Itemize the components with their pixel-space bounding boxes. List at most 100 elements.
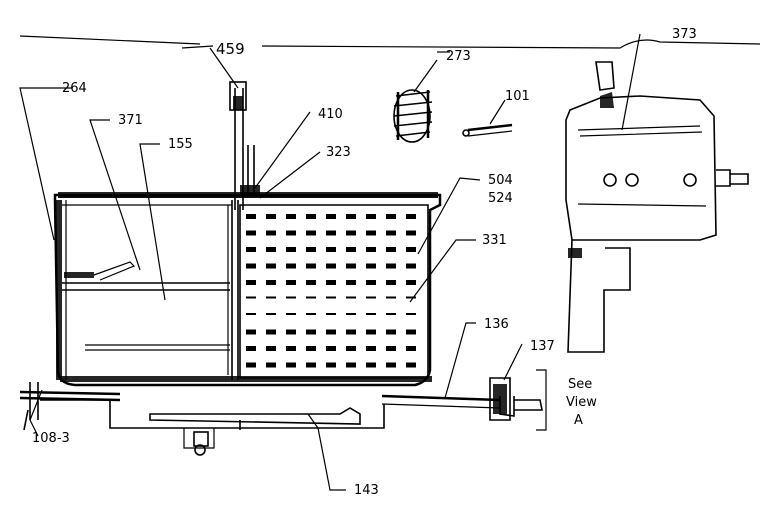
grid-hole bbox=[286, 362, 296, 368]
grid-hole bbox=[306, 214, 316, 219]
label-273: 273 bbox=[446, 49, 471, 64]
grid-hole bbox=[386, 214, 396, 219]
leader-lines bbox=[19, 33, 641, 491]
grid-hole bbox=[306, 247, 316, 252]
nut-137 bbox=[489, 377, 511, 421]
grid-hole bbox=[286, 313, 296, 315]
label-323: 323 bbox=[326, 145, 351, 160]
grid-hole bbox=[386, 263, 396, 269]
grid-hole bbox=[366, 346, 376, 351]
grid-hole bbox=[406, 346, 416, 351]
grid-hole bbox=[286, 280, 296, 285]
grid-hole bbox=[406, 247, 416, 252]
grid-hole bbox=[346, 247, 356, 252]
grid-hole bbox=[386, 230, 396, 236]
grid-hole bbox=[326, 329, 336, 335]
label-101: 101 bbox=[505, 89, 530, 104]
grid-hole bbox=[286, 263, 296, 269]
label-264: 264 bbox=[62, 81, 87, 96]
grid-hole bbox=[306, 230, 316, 236]
grid-hole bbox=[326, 263, 336, 269]
grid-hole bbox=[306, 280, 316, 285]
grid-hole bbox=[366, 362, 376, 368]
grid-hole bbox=[386, 296, 396, 299]
grid-hole bbox=[386, 247, 396, 252]
grid-hole bbox=[246, 280, 256, 285]
grid-hole bbox=[406, 214, 416, 219]
spring-273 bbox=[393, 89, 433, 143]
label-410: 410 bbox=[318, 107, 343, 122]
grid-hole bbox=[346, 329, 356, 335]
label-155: 155 bbox=[168, 137, 193, 152]
callout-labels: 459 273 373 264 371 410 101 155 323 504 … bbox=[32, 27, 697, 498]
grid-hole bbox=[306, 346, 316, 351]
grid-hole bbox=[406, 313, 416, 315]
grid-hole bbox=[366, 296, 376, 299]
motor-373 bbox=[565, 61, 749, 353]
label-524: 524 bbox=[488, 191, 513, 206]
grid-hole bbox=[346, 280, 356, 285]
label-371: 371 bbox=[118, 113, 143, 128]
grid-hole bbox=[286, 247, 296, 252]
grid-hole bbox=[266, 263, 276, 269]
grid-hole bbox=[246, 230, 256, 236]
label-331: 331 bbox=[482, 233, 507, 248]
grid-hole bbox=[346, 362, 356, 368]
bolt-108-3 bbox=[19, 382, 121, 431]
label-a: A bbox=[574, 413, 583, 428]
grid-hole bbox=[346, 263, 356, 269]
grid-hole bbox=[366, 247, 376, 252]
grid-hole bbox=[246, 329, 256, 335]
label-108-3: 108-3 bbox=[32, 431, 70, 446]
label-see: See bbox=[568, 377, 592, 392]
grid-hole bbox=[346, 296, 356, 299]
grid-hole bbox=[386, 329, 396, 335]
grid-hole bbox=[266, 346, 276, 351]
grid-hole bbox=[246, 362, 256, 368]
grid-hole bbox=[406, 263, 416, 269]
grid-hole bbox=[246, 214, 256, 219]
grid-hole bbox=[266, 313, 276, 315]
grid-hole bbox=[346, 346, 356, 351]
grid-hole bbox=[286, 329, 296, 335]
label-137: 137 bbox=[530, 339, 555, 354]
grid-hole bbox=[406, 230, 416, 236]
rod-143 bbox=[40, 399, 385, 456]
grid-hole bbox=[386, 313, 396, 315]
label-143: 143 bbox=[354, 483, 379, 498]
grid-hole bbox=[326, 230, 336, 236]
grid-hole bbox=[286, 346, 296, 351]
grid-hole bbox=[406, 296, 416, 299]
post-459 bbox=[229, 81, 260, 210]
grid-hole bbox=[326, 296, 336, 299]
label-373: 373 bbox=[672, 27, 697, 42]
label-459: 459 bbox=[216, 40, 245, 58]
grid-hole bbox=[326, 247, 336, 252]
label-136: 136 bbox=[484, 317, 509, 332]
grid-hole bbox=[386, 280, 396, 285]
grid-hole bbox=[366, 263, 376, 269]
grid-hole bbox=[246, 346, 256, 351]
grid-hole bbox=[286, 296, 296, 299]
grid-hole bbox=[386, 362, 396, 368]
grid-hole bbox=[326, 280, 336, 285]
grid-hole bbox=[346, 230, 356, 236]
grid-hole bbox=[266, 329, 276, 335]
grid-panel bbox=[239, 204, 429, 379]
grid-hole bbox=[266, 230, 276, 236]
grid-hole bbox=[266, 280, 276, 285]
grid-hole bbox=[326, 346, 336, 351]
tank-assembly bbox=[53, 192, 442, 387]
grid-hole bbox=[306, 329, 316, 335]
grid-hole bbox=[266, 247, 276, 252]
grid-hole bbox=[266, 296, 276, 299]
grid-hole bbox=[406, 362, 416, 368]
grid-hole bbox=[306, 313, 316, 315]
grid-hole bbox=[286, 214, 296, 219]
grid-hole bbox=[346, 214, 356, 219]
grid-hole bbox=[246, 313, 256, 315]
grid-hole bbox=[266, 214, 276, 219]
grid-hole bbox=[346, 313, 356, 315]
grid-hole bbox=[406, 329, 416, 335]
